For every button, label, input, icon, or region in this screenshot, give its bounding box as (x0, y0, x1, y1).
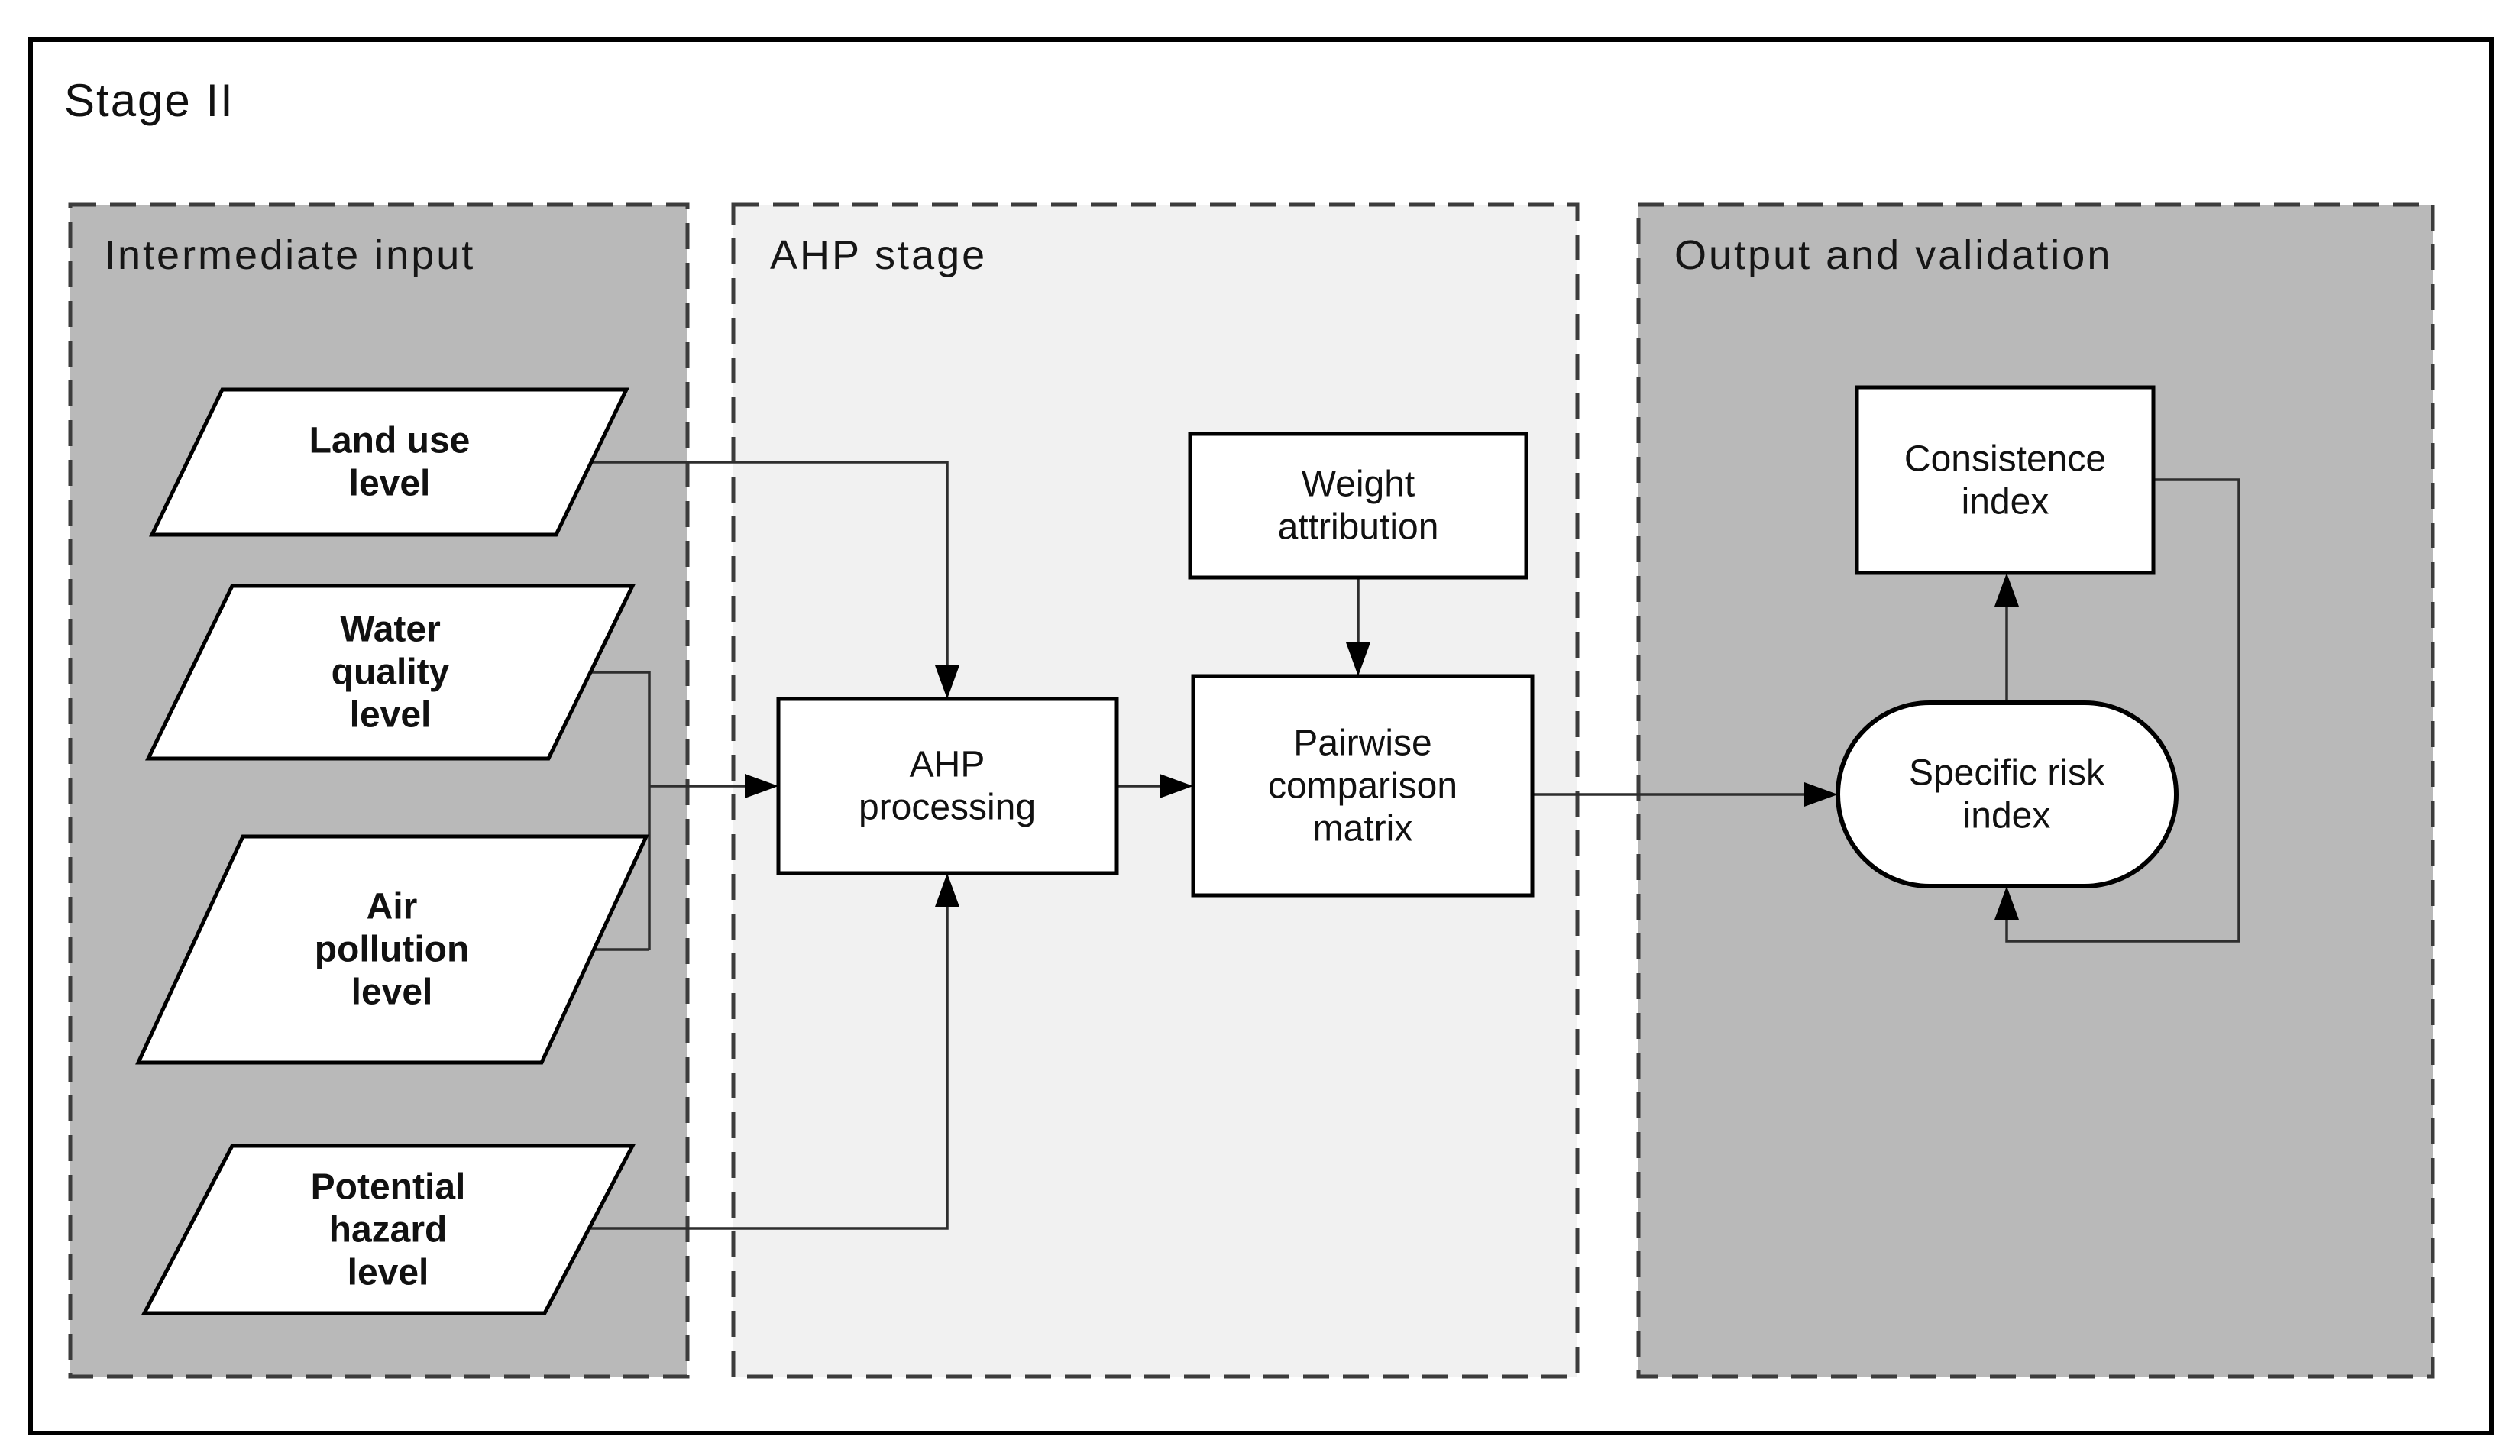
consistence-index-label-line1: Consistence (1904, 439, 2106, 480)
pairwise-label-line2: comparison (1268, 766, 1457, 807)
edge-land-use-to-ahp (591, 461, 949, 665)
arrowhead-stadium-left (1804, 782, 1838, 807)
node-air-pollution-level (135, 834, 649, 1065)
node-pairwise-comparison-matrix (1191, 674, 1535, 898)
node-consistence-index (1855, 385, 2156, 575)
ahp-processing-label-line2: processing (859, 788, 1036, 828)
arrowhead-consistence-bottom (1994, 573, 2019, 607)
pairwise-label-line3: matrix (1313, 809, 1413, 849)
panel-title-output-validation: Output and validation (1674, 232, 2112, 278)
arrowhead-pairwise-left (1160, 774, 1193, 798)
potential-hazard-label-line2: hazard (329, 1210, 448, 1251)
edge-potential-hazard-to-ahp (590, 907, 949, 1230)
water-quality-label-line3: level (350, 695, 432, 736)
arrowhead-stadium-bottom (1994, 886, 2019, 920)
weight-attribution-label-line2: attribution (1278, 507, 1439, 548)
ahp-processing-label-line1: AHP (910, 745, 985, 785)
edge-water-quality-to-junction (590, 671, 651, 950)
node-water-quality-level (145, 584, 636, 761)
panel-title-ahp-stage: AHP stage (770, 232, 987, 278)
potential-hazard-label-line3: level (348, 1253, 429, 1293)
stage-title: Stage II (64, 75, 235, 126)
arrowhead-pairwise-top (1346, 642, 1370, 676)
arrowhead-ahp-top (935, 665, 959, 699)
water-quality-label-line2: quality (332, 652, 450, 693)
weight-attribution-label-line1: Weight (1302, 464, 1415, 505)
consistence-index-label-line2: index (1962, 482, 2049, 523)
water-quality-label-line1: Water (340, 610, 441, 650)
panel-title-intermediate-input: Intermediate input (104, 232, 475, 278)
edge-consistence-feedback-to-specific-risk (2005, 478, 2240, 943)
pairwise-label-line1: Pairwise (1293, 723, 1431, 764)
arrowhead-ahp-bottom (935, 873, 959, 907)
land-use-label-line1: Land use (309, 421, 471, 461)
specific-risk-label-line1: Specific risk (1909, 753, 2105, 794)
node-potential-hazard-level (141, 1144, 636, 1315)
specific-risk-label-line2: index (1963, 796, 2051, 836)
node-weight-attribution (1188, 432, 1528, 580)
air-pollution-label-line3: level (351, 972, 433, 1013)
air-pollution-label-line2: pollution (315, 930, 470, 970)
arrowhead-ahp-left (745, 774, 778, 798)
potential-hazard-label-line1: Potential (311, 1167, 466, 1208)
node-land-use-level (149, 387, 629, 537)
land-use-label-line2: level (349, 464, 431, 504)
air-pollution-label-line1: Air (367, 887, 418, 927)
node-specific-risk-index (1836, 700, 2179, 888)
node-ahp-processing (776, 697, 1119, 875)
